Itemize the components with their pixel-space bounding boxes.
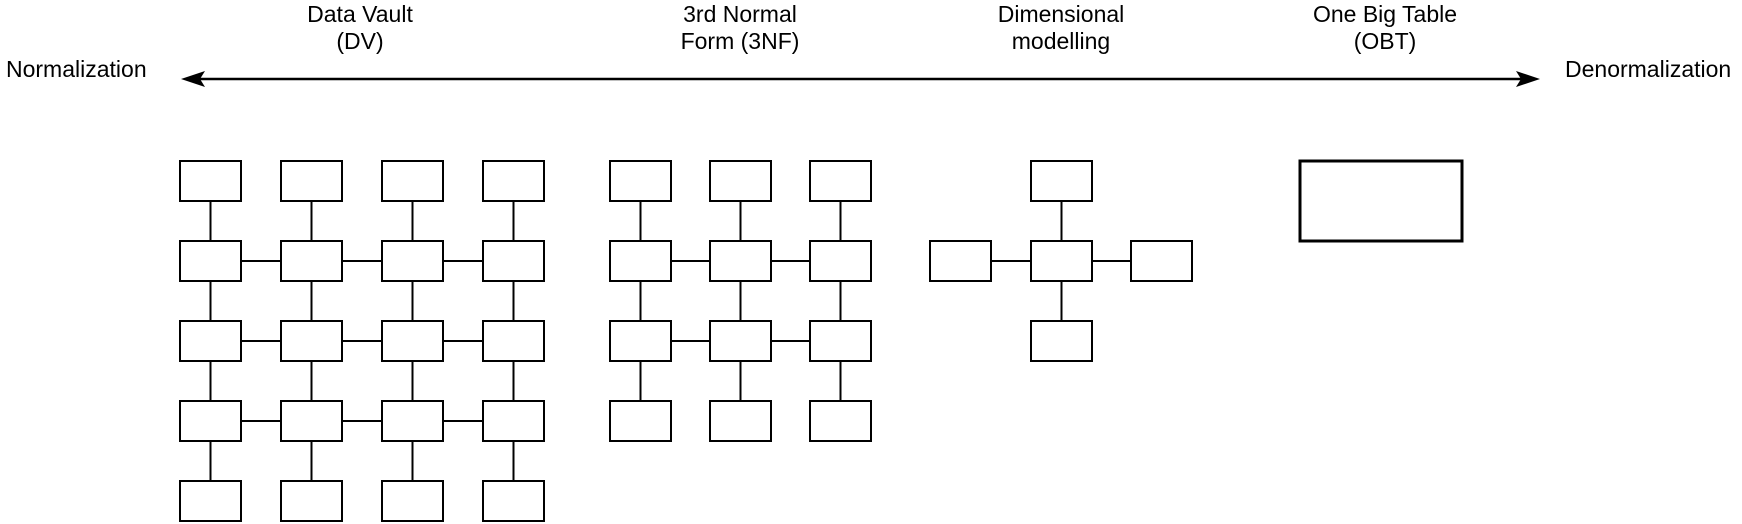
entity-box xyxy=(609,400,672,442)
category-label-data-vault: Data Vault (DV) xyxy=(307,1,413,55)
entity-box xyxy=(179,240,242,282)
category-label-obt: One Big Table (OBT) xyxy=(1313,1,1457,55)
arrowhead-left-icon xyxy=(181,71,205,87)
entity-box xyxy=(809,320,872,362)
entity-box xyxy=(179,160,242,202)
entity-box xyxy=(179,480,242,522)
entity-box xyxy=(280,240,343,282)
entity-box xyxy=(482,320,545,362)
entity-box xyxy=(381,160,444,202)
category-label-line2: Form (3NF) xyxy=(680,28,800,54)
third-normal-form-diagram xyxy=(609,160,872,442)
category-label-line1: One Big Table xyxy=(1312,1,1458,27)
entity-box xyxy=(929,240,992,282)
entity-box xyxy=(482,480,545,522)
entity-box xyxy=(1030,160,1093,202)
entity-box xyxy=(1030,320,1093,362)
category-label-line2: modelling xyxy=(1011,28,1111,54)
entity-box xyxy=(609,240,672,282)
entity-box xyxy=(1130,240,1193,282)
entity-box xyxy=(280,160,343,202)
axis-label-denormalization: Denormalization xyxy=(1565,56,1732,82)
entity-box xyxy=(809,400,872,442)
entity-box xyxy=(381,320,444,362)
entity-box xyxy=(381,480,444,522)
entity-box xyxy=(179,320,242,362)
one-big-table-diagram xyxy=(1298,159,1464,243)
entity-box xyxy=(482,400,545,442)
category-label-3nf: 3rd Normal Form (3NF) xyxy=(681,1,800,55)
data-vault-diagram xyxy=(179,160,545,522)
category-label-dimensional: Dimensional modelling xyxy=(998,1,1125,55)
spectrum-arrow xyxy=(181,71,1540,87)
axis-label-normalization: Normalization xyxy=(6,56,147,82)
entity-box xyxy=(709,320,772,362)
entity-box xyxy=(381,400,444,442)
entity-box xyxy=(482,160,545,202)
entity-box xyxy=(709,240,772,282)
dimensional-modelling-diagram xyxy=(929,160,1193,362)
category-label-line1: 3rd Normal xyxy=(683,1,797,27)
entity-box xyxy=(609,320,672,362)
entity-box xyxy=(482,240,545,282)
entity-box xyxy=(809,160,872,202)
entity-box xyxy=(1030,240,1093,282)
entity-box xyxy=(709,400,772,442)
entity-box xyxy=(1298,159,1464,243)
entity-box xyxy=(809,240,872,282)
entity-box xyxy=(381,240,444,282)
category-label-line2: (OBT) xyxy=(1353,28,1417,54)
entity-box xyxy=(709,160,772,202)
entity-box xyxy=(179,400,242,442)
entity-box xyxy=(280,480,343,522)
entity-box xyxy=(280,320,343,362)
category-label-line1: Data Vault xyxy=(307,1,413,27)
arrowhead-right-icon xyxy=(1516,71,1540,87)
entity-box xyxy=(280,400,343,442)
entity-box xyxy=(609,160,672,202)
category-label-line2: (DV) xyxy=(336,28,384,54)
category-label-line1: Dimensional xyxy=(997,1,1125,27)
